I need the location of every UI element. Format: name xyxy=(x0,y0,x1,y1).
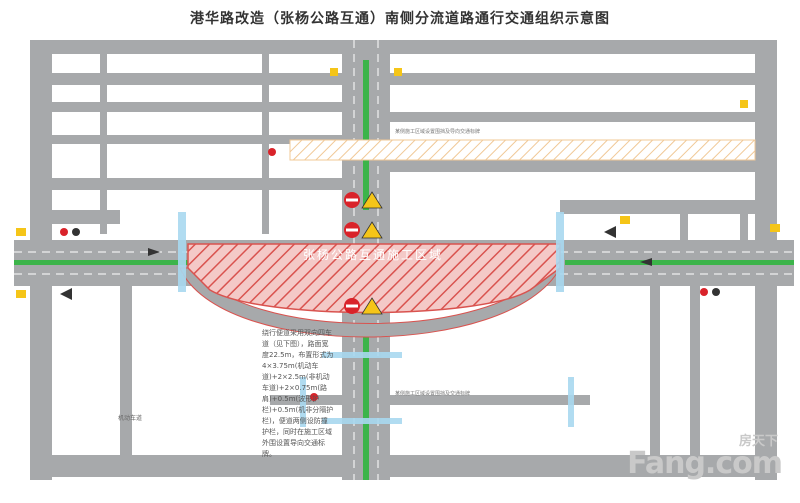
note-bottom: 某侧施工区域设置围挡及交通标牌 xyxy=(395,391,471,397)
blue-bands xyxy=(178,212,574,427)
road-network xyxy=(30,40,777,480)
construction-warning-icon xyxy=(361,191,383,315)
direction-arrow-icon xyxy=(60,226,652,300)
no-entry-sign-icon xyxy=(344,192,360,314)
watermark: 房天下 Fang.com xyxy=(627,434,783,481)
watermark-sub: 房天下 xyxy=(738,434,778,449)
diagram-title: 港华路改造（张杨公路互通）南侧分流道路通行交通组织示意图 xyxy=(190,11,610,27)
roadside-signs xyxy=(16,68,780,401)
construction-zone-label: 张杨公路互通施工区域 xyxy=(302,248,443,262)
note-top: 某侧施工区域设置围挡及导向交通标牌 xyxy=(395,129,481,135)
hatched-strip xyxy=(289,139,756,161)
cross-section-label: 机动车道 xyxy=(118,415,143,422)
detour-description: 绕行便道采用双向四车道（见下图），路面宽度22.5m，布置形式为4×3.75m(… xyxy=(262,329,334,458)
watermark-main: Fang.com xyxy=(627,446,783,481)
